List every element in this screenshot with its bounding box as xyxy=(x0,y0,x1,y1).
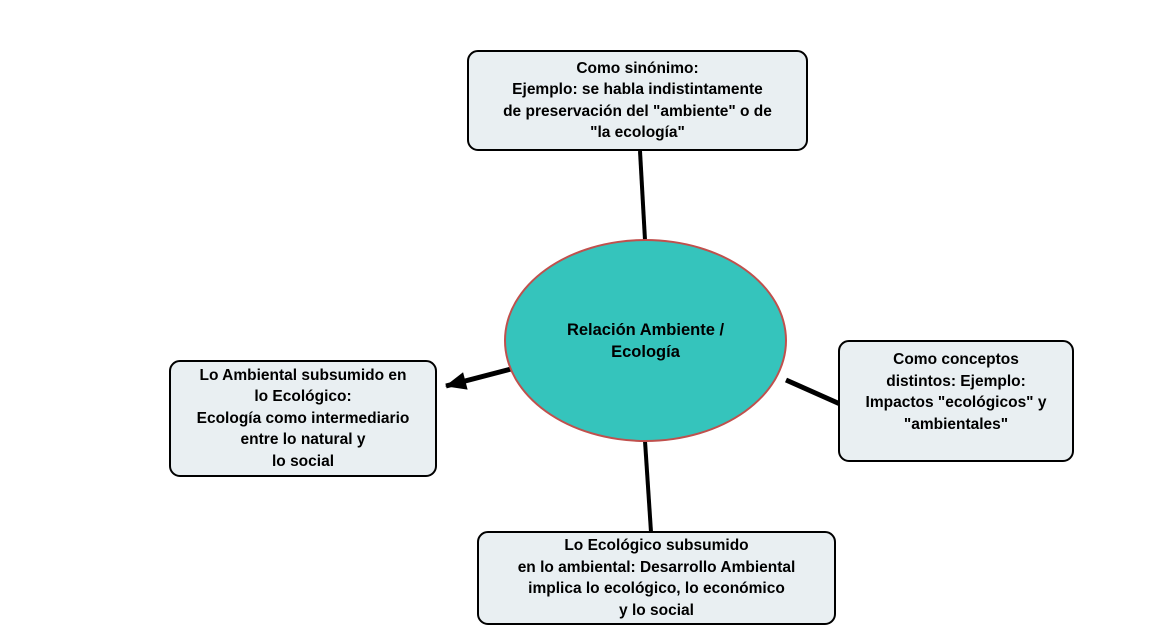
connector-center-to-right xyxy=(784,377,842,407)
node-ecologico-subsumido-text: Lo Ecológico subsumido en lo ambiental: … xyxy=(517,537,796,619)
connector-center-to-top xyxy=(638,150,647,241)
node-ecologico-subsumido: Lo Ecológico subsumido en lo ambiental: … xyxy=(477,531,836,625)
center-node-ellipse: Relación Ambiente / Ecología xyxy=(504,239,787,442)
connector-center-to-left xyxy=(445,366,512,390)
node-como-conceptos-distintos-text: Como conceptos distintos: Ejemplo: Impac… xyxy=(865,351,1047,433)
node-ambiental-subsumido-text: Lo Ambiental subsumido en lo Ecológico: … xyxy=(196,366,410,470)
node-como-sinonimo-text: Como sinónimo: Ejemplo: se habla indisti… xyxy=(503,59,772,142)
center-node-label: Relación Ambiente / Ecología xyxy=(566,320,725,361)
connector-center-to-bottom xyxy=(643,440,653,533)
node-ambiental-subsumido: Lo Ambiental subsumido en lo Ecológico: … xyxy=(169,360,437,477)
node-como-sinonimo: Como sinónimo: Ejemplo: se habla indisti… xyxy=(467,50,808,151)
node-como-conceptos-distintos: Como conceptos distintos: Ejemplo: Impac… xyxy=(838,340,1074,462)
